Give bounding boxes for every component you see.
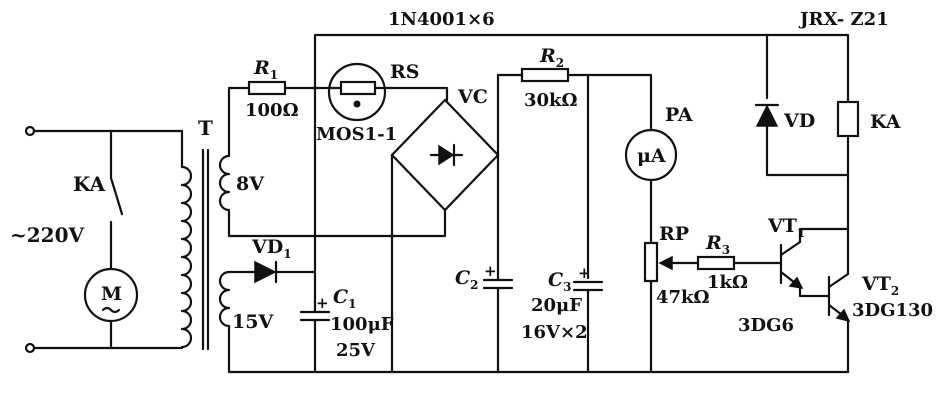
- sensor-name: RS: [390, 61, 420, 83]
- c2-name: C2: [455, 267, 478, 292]
- motor-label: M: [101, 283, 122, 305]
- resistor-r2: [520, 67, 570, 83]
- bridge-diodes: 1N4001×6: [388, 9, 495, 30]
- transistor-vt1: [779, 227, 850, 298]
- transformer: [180, 129, 231, 351]
- motor: M: [83, 267, 139, 323]
- r1-value: 100Ω: [245, 100, 299, 121]
- rp-name: RP: [659, 223, 689, 245]
- vt1-model: 3DG6: [738, 315, 794, 336]
- vd1-name: VD1: [251, 236, 292, 261]
- r2-name: R2: [539, 45, 564, 70]
- relay-coil-ka: [836, 100, 860, 138]
- c3-value: 20μF: [531, 295, 582, 316]
- ka-contact: [109, 129, 124, 270]
- bridge-rectifier-vc: [390, 98, 500, 212]
- vt2-model: 3DG130: [852, 300, 933, 321]
- c1-name: C1: [333, 286, 356, 311]
- rp-value: 47kΩ: [656, 287, 710, 308]
- capacitor-c3: [572, 280, 604, 374]
- c1-value: 100μF: [330, 314, 394, 335]
- vd-name: VD: [783, 110, 815, 132]
- c2-plus: +: [484, 262, 497, 280]
- mains-input: [24, 125, 184, 354]
- ka-switch-label: KA: [73, 172, 106, 196]
- winding-8v-label: 8V: [236, 173, 265, 195]
- r3-value: 1kΩ: [707, 272, 748, 293]
- bridge-name: VC: [457, 86, 488, 108]
- supply-label: ~220V: [10, 223, 85, 247]
- capacitor-c2: [482, 153, 514, 374]
- wiper-arrow: [658, 255, 673, 271]
- c3-name: C3: [548, 269, 571, 294]
- relay-coil-label: KA: [870, 111, 901, 133]
- diode-vd: [754, 103, 780, 127]
- diode-vd1: [254, 260, 278, 284]
- c2c3-voltage: 16V×2: [521, 322, 588, 343]
- r3-name: R3: [705, 232, 730, 257]
- c1-plus: +: [316, 294, 329, 312]
- input-terminal-top: [24, 125, 36, 137]
- r1-name: R1: [253, 57, 278, 82]
- r2-value: 30kΩ: [524, 90, 578, 111]
- relay-model: JRX- Z21: [798, 9, 889, 30]
- transistor-vt2: [827, 227, 851, 374]
- gas-sensor-rs: [327, 62, 449, 122]
- c1-voltage: 25V: [336, 340, 376, 361]
- winding-15v-label: 15V: [232, 311, 274, 333]
- vt1-name: VT1: [767, 215, 805, 240]
- potentiometer-rp: [643, 241, 659, 283]
- resistor-r1: [247, 80, 287, 96]
- capacitor-c1: [299, 270, 331, 374]
- meter-name: PA: [665, 104, 693, 126]
- transformer-label: T: [198, 116, 213, 140]
- c3-plus: +: [578, 264, 591, 282]
- top-rail: [313, 33, 850, 274]
- meter-unit: μA: [637, 145, 666, 167]
- microammeter-pa: μA: [624, 128, 678, 182]
- resistor-r3: [696, 255, 736, 271]
- sensor-model: MOS1-1: [316, 124, 397, 145]
- vt2-name: VT2: [861, 273, 899, 298]
- input-terminal-bottom: [24, 342, 36, 354]
